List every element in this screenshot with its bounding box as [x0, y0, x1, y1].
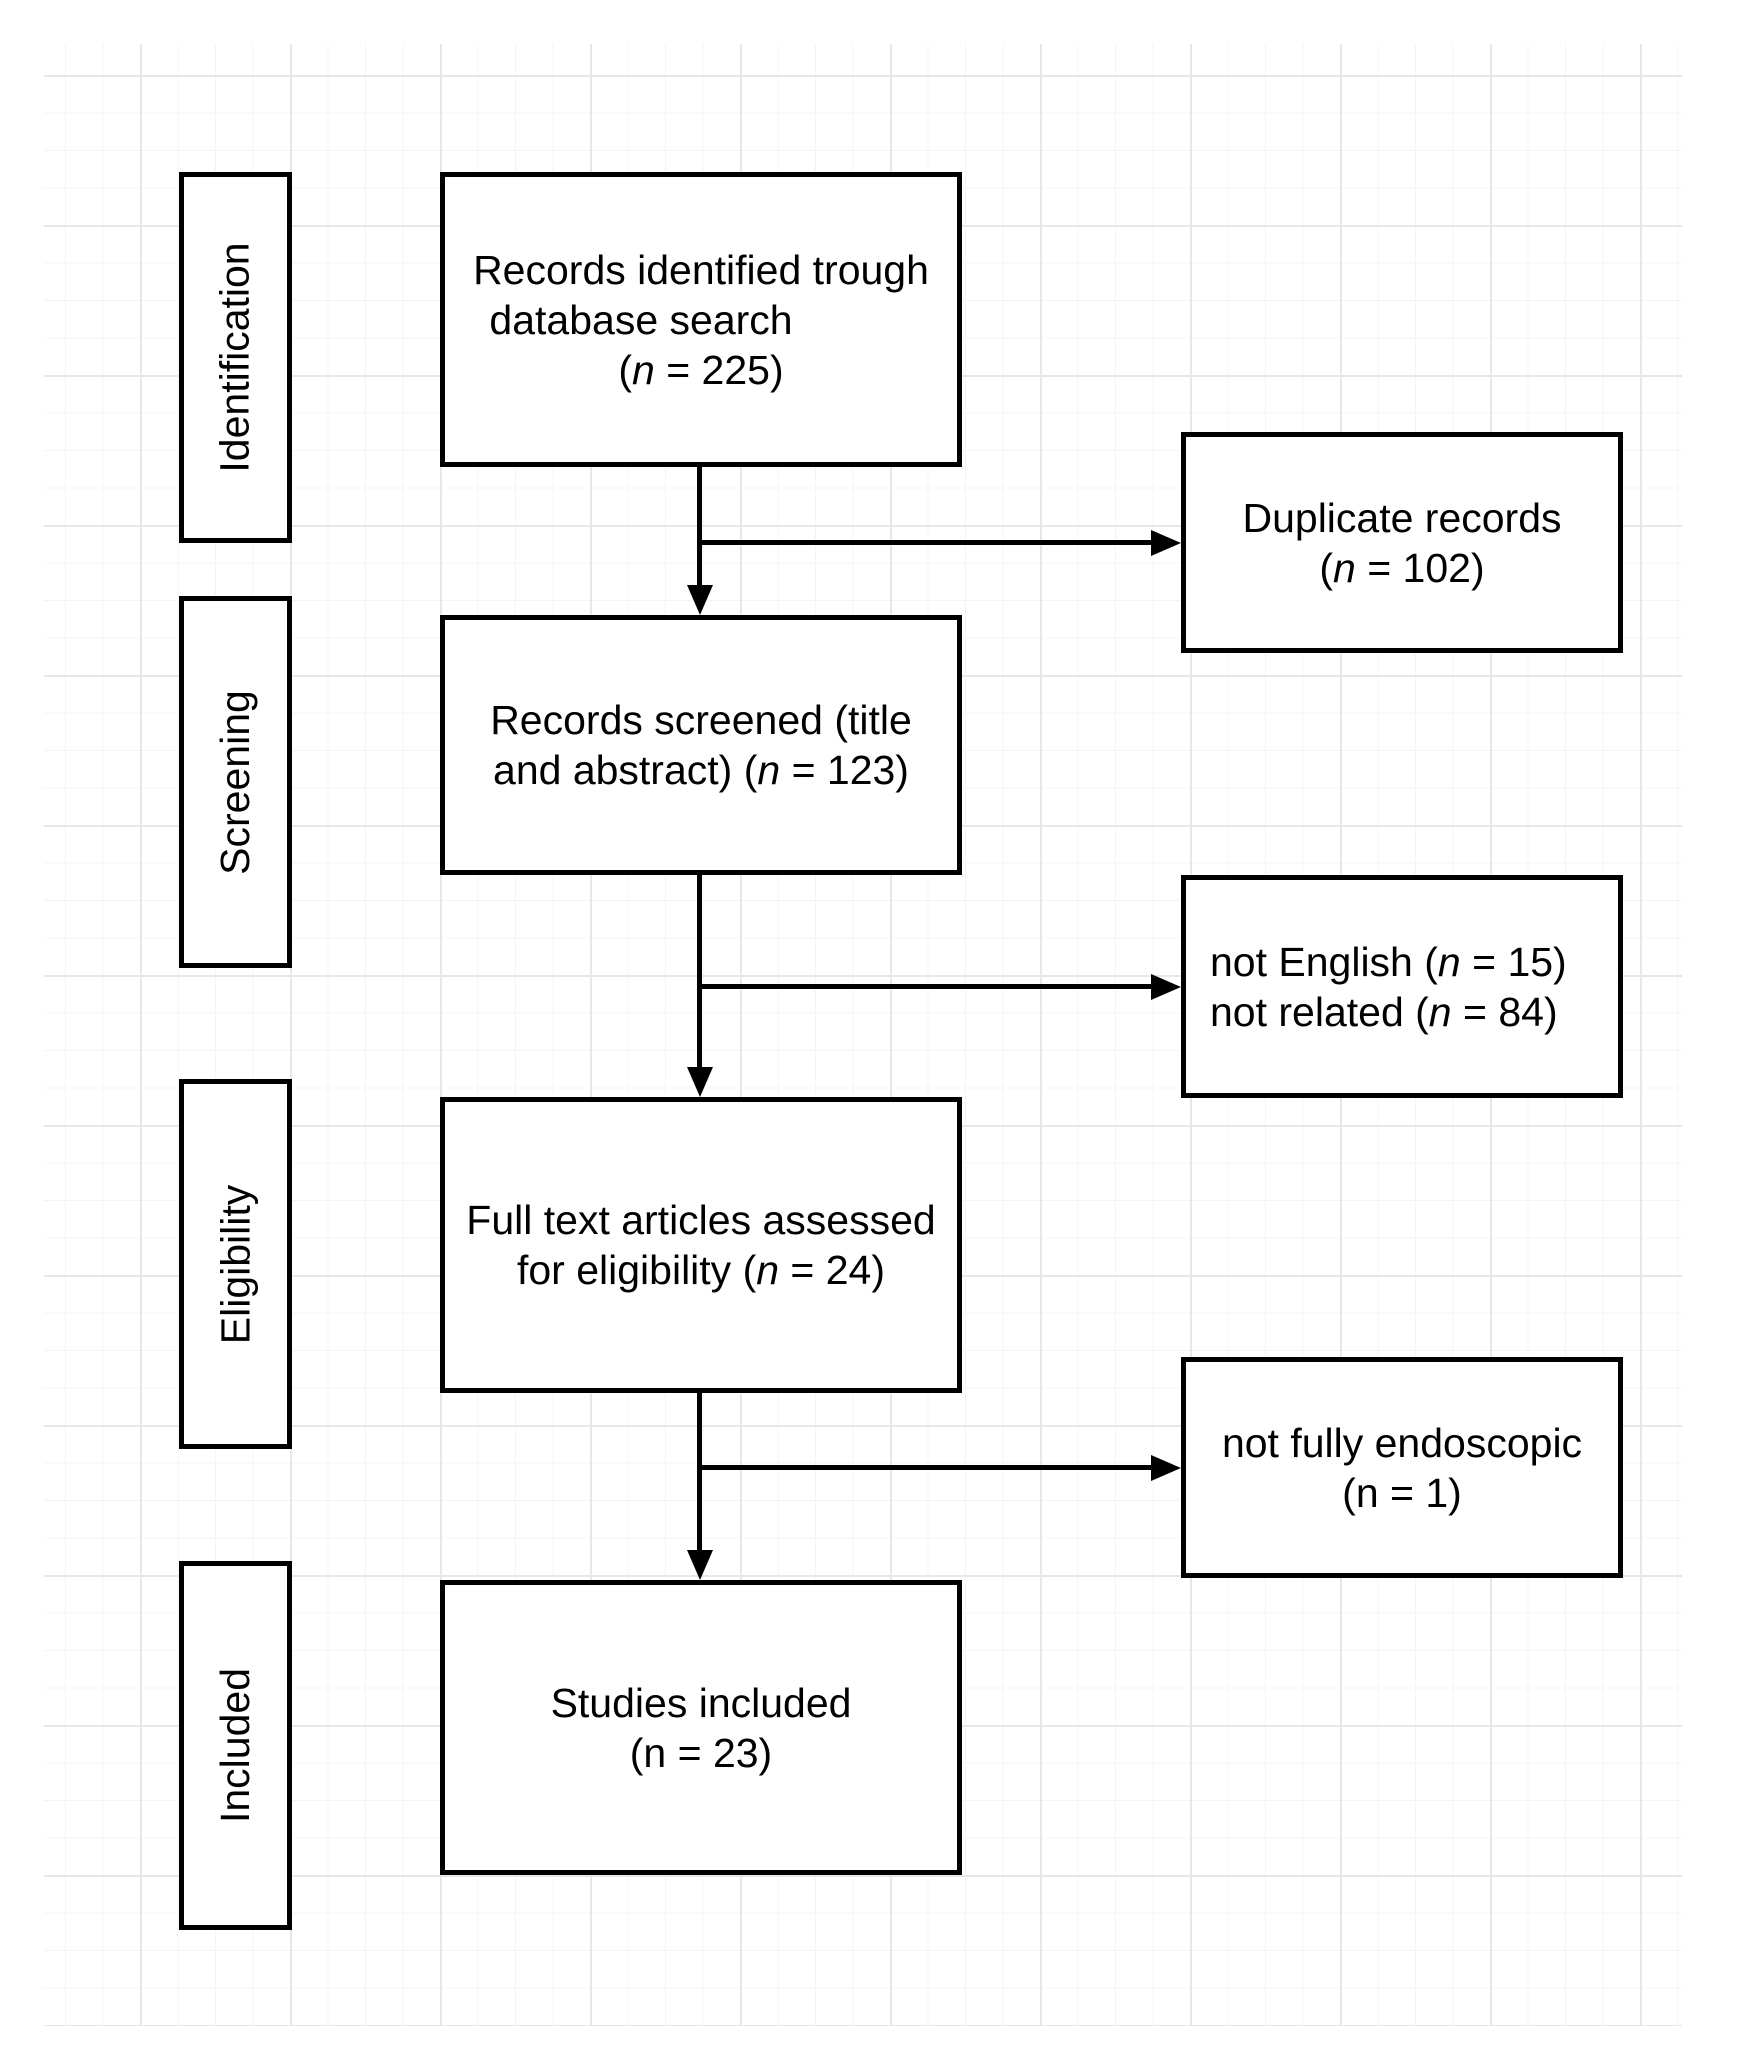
text-segment: (n = 1)	[1342, 1469, 1462, 1516]
arrowhead-right-icon	[1151, 974, 1181, 1000]
stage-label-text: Identification	[212, 242, 258, 473]
text-segment: Full text articles assessed	[466, 1197, 936, 1243]
text-line: Records identified trough	[445, 245, 957, 295]
text-line: not fully endoscopic	[1186, 1418, 1618, 1468]
text-segment: Studies included	[550, 1679, 852, 1726]
text-segment: Records screened (title	[490, 697, 912, 743]
text-segment: = 84)	[1451, 988, 1558, 1035]
stage-label-screening[interactable]: Screening	[179, 596, 292, 968]
text-line: (n = 225)	[445, 345, 957, 395]
connector-to-screening-excluded-line[interactable]	[697, 984, 1153, 989]
stage-label-identification[interactable]: Identification	[179, 172, 292, 543]
text-segment: for eligibility (	[516, 1247, 757, 1293]
stage-label-eligibility[interactable]: Eligibility	[179, 1079, 292, 1449]
text-line: (n = 1)	[1186, 1468, 1618, 1518]
text-line: (n = 23)	[445, 1728, 957, 1778]
text-segment: Duplicate records	[1242, 494, 1562, 541]
text-segment: = 225)	[654, 346, 784, 393]
text-segment: = 24)	[779, 1247, 886, 1293]
text-line: and abstract) (n = 123)	[445, 745, 957, 795]
text-segment: (n = 23)	[629, 1729, 773, 1776]
connector-fulltext-to-included-line[interactable]	[697, 1393, 702, 1552]
text-segment: (	[618, 346, 633, 393]
arrowhead-down-icon	[687, 585, 713, 615]
n-count-italic: n	[1428, 988, 1452, 1035]
text-segment: database search	[489, 296, 793, 343]
text-line: not English (n = 15)	[1210, 937, 1567, 987]
text-segment: and abstract) (	[493, 747, 758, 793]
exclusion-box-screening-excluded[interactable]: not English (n = 15)not related (n = 84)	[1181, 875, 1623, 1098]
n-count-italic: n	[1333, 544, 1356, 591]
stage-label-text: Eligibility	[212, 1184, 258, 1344]
arrowhead-right-icon	[1151, 1455, 1181, 1481]
text-line: Full text articles assessed	[445, 1195, 957, 1245]
stage-label-text: Screening	[212, 689, 258, 875]
n-count-italic: n	[756, 1247, 780, 1293]
text-line: (n = 102)	[1186, 543, 1618, 593]
arrowhead-down-icon	[687, 1550, 713, 1580]
text-segment: not related (	[1210, 988, 1429, 1035]
text-segment: Records identified trough	[473, 246, 929, 293]
text-line: Records screened (title	[445, 695, 957, 745]
n-count-italic: n	[757, 747, 781, 793]
stage-label-included[interactable]: Included	[179, 1561, 292, 1930]
text-line: Studies included	[445, 1678, 957, 1728]
exclusion-box-not-fully-endoscopic[interactable]: not fully endoscopic(n = 1)	[1181, 1357, 1623, 1578]
connector-to-eligibility-excluded-line[interactable]	[697, 1465, 1153, 1470]
text-segment: = 123)	[780, 747, 909, 793]
arrowhead-down-icon	[687, 1067, 713, 1097]
n-count-italic: n	[632, 346, 655, 393]
n-count-italic: n	[1437, 938, 1461, 985]
text-line: Duplicate records	[1186, 493, 1618, 543]
connector-to-duplicate-records-line[interactable]	[697, 540, 1153, 545]
text-line: for eligibility (n = 24)	[445, 1245, 957, 1295]
text-segment: not English (	[1210, 938, 1438, 985]
connector-identified-to-screened-line[interactable]	[697, 467, 702, 587]
text-line: not related (n = 84)	[1210, 987, 1558, 1037]
text-segment: (	[1319, 544, 1334, 591]
text-segment: = 15)	[1460, 938, 1567, 985]
connector-screened-to-fulltext-line[interactable]	[697, 875, 702, 1069]
text-line: database search	[385, 295, 897, 345]
text-segment: not fully endoscopic	[1221, 1419, 1583, 1466]
text-segment: = 102)	[1355, 544, 1485, 591]
stage-label-text: Included	[212, 1667, 259, 1824]
flow-box-studies-included[interactable]: Studies included(n = 23)	[440, 1580, 962, 1875]
exclusion-box-duplicate-records[interactable]: Duplicate records(n = 102)	[1181, 432, 1623, 653]
arrowhead-right-icon	[1151, 530, 1181, 556]
